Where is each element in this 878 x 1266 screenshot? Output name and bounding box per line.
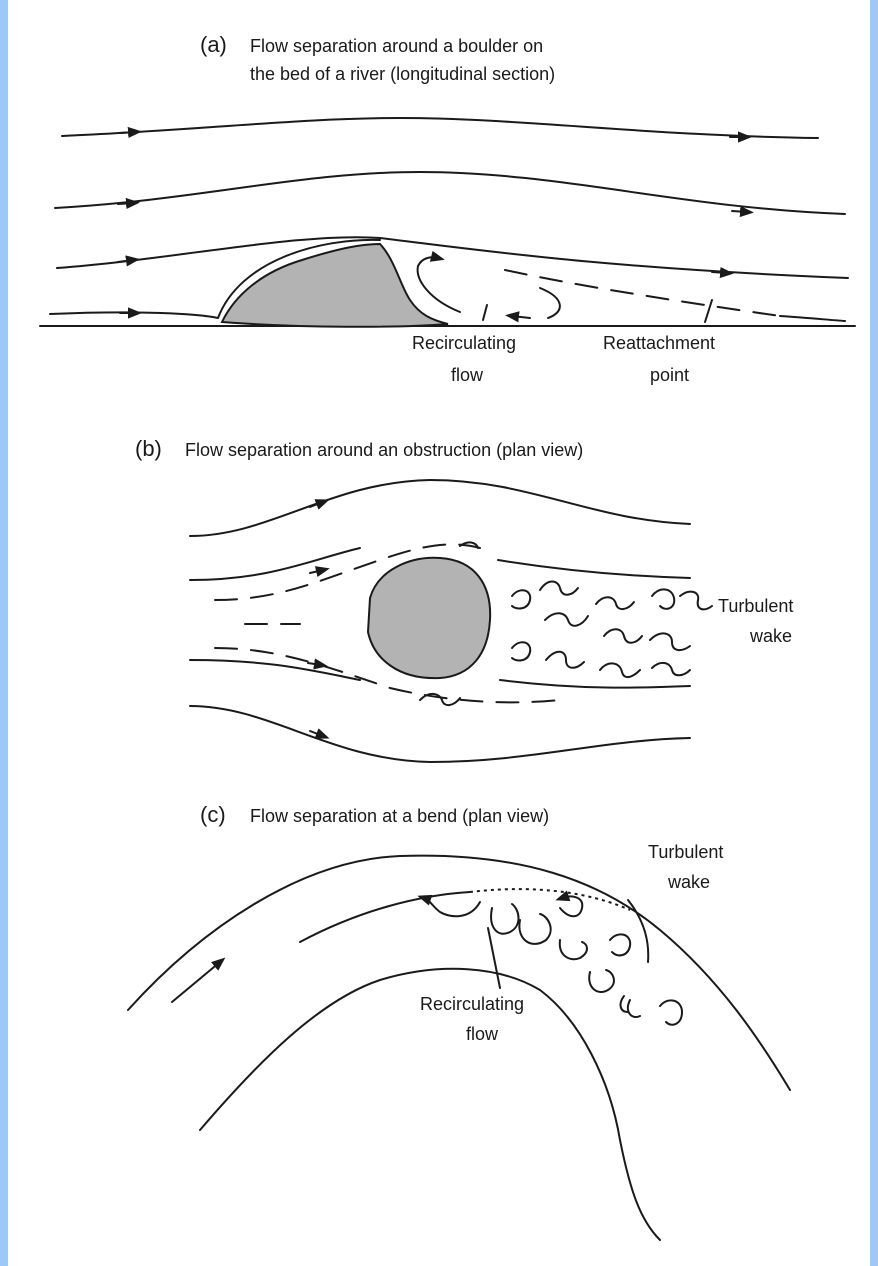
panel-a-wake-arrow [512, 316, 530, 318]
panel-a-recirc-label-1: Recirculating [412, 333, 516, 353]
panel-c-wake-label-1: Turbulent [648, 842, 723, 862]
panel-c-wake-label-2: wake [667, 872, 710, 892]
panel-a-caption-line2: the bed of a river (longitudinal section… [250, 64, 555, 84]
panel-c-eddy-4 [560, 896, 582, 916]
boulder [222, 244, 448, 327]
panel-b-squiggle-5 [604, 629, 642, 643]
panel-b-wake-label-2: wake [749, 626, 792, 646]
panel-c-recirc-leader [488, 928, 500, 988]
panel-a-eddy-arrow [418, 257, 460, 312]
panel-a-recirc-label-2: flow [451, 365, 484, 385]
panel-c-caption: Flow separation at a bend (plan view) [250, 806, 549, 826]
panel-b-squiggle-10 [680, 592, 712, 610]
panel-b-arrow-4 [310, 731, 323, 736]
panel-a-recirc-leader [483, 305, 487, 320]
panel-c: (c) Flow separation at a bend (plan view… [128, 802, 790, 1240]
panel-a-streamline-4b [780, 316, 845, 321]
panel-b-squiggle-1 [540, 582, 578, 595]
panel-a-wake-curve [540, 288, 560, 318]
obstruction [368, 558, 490, 678]
panel-a-streamline-1 [62, 118, 818, 138]
panel-a-arrow-7 [712, 272, 727, 273]
panel-a-reattach-label-1: Reattachment [603, 333, 715, 353]
panel-a-streamline-3 [57, 237, 848, 278]
panel-a-letter: (a) [200, 32, 227, 57]
panel-b-streamline-top-inner-right [498, 560, 690, 578]
panel-b-squiggle-9 [652, 663, 690, 675]
panel-c-flow-arrow [172, 962, 220, 1002]
panel-a-arrow-3 [118, 260, 133, 262]
panel-b-arrow-3 [308, 663, 321, 665]
panel-b-letter: (b) [135, 436, 162, 461]
panel-c-eddy-3 [519, 914, 550, 944]
panel-b-squiggle-8 [650, 633, 690, 650]
panel-a-separation-line [505, 270, 780, 316]
panel-b-streamline-bot-outer [190, 706, 690, 762]
panel-b: (b) Flow separation around an obstructio… [135, 436, 793, 762]
panel-a: (a) Flow separation around a boulder on … [40, 32, 855, 385]
panel-c-eddy-2 [491, 904, 518, 934]
flow-separation-diagram: (a) Flow separation around a boulder on … [8, 0, 870, 1266]
panel-a-arrow-6 [732, 211, 747, 212]
panel-b-eddy-2 [512, 642, 530, 660]
panel-b-squiggle-3 [546, 652, 584, 668]
panel-a-reattach-label-2: point [650, 365, 689, 385]
panel-b-squiggle-11 [420, 694, 460, 705]
panel-b-squiggle-2 [545, 613, 588, 626]
panel-b-streamline-top-outer [190, 480, 690, 536]
panel-c-shear-line [300, 892, 470, 942]
diagram-frame: (a) Flow separation around a boulder on … [8, 0, 870, 1266]
panel-c-eddy-6 [589, 970, 614, 992]
panel-c-recirc-label-2: flow [466, 1024, 499, 1044]
panel-a-reattach-leader [705, 300, 712, 322]
panel-c-eddy-9 [660, 1000, 682, 1024]
panel-c-eddy-5 [560, 940, 587, 959]
panel-b-arrow-2 [310, 570, 323, 573]
panel-b-squiggle-4 [596, 597, 634, 609]
panel-c-letter: (c) [200, 802, 226, 827]
panel-c-eddy-1 [424, 898, 480, 916]
panel-a-caption-line1: Flow separation around a boulder on [250, 36, 543, 56]
panel-b-squiggle-7 [652, 589, 674, 608]
panel-c-eddy-10 [621, 996, 628, 1012]
panel-a-arrow-1 [120, 132, 135, 133]
panel-b-wake-label-1: Turbulent [718, 596, 793, 616]
panel-b-caption: Flow separation around an obstruction (p… [185, 440, 583, 460]
panel-a-arrow-2 [118, 203, 133, 204]
panel-c-eddy-7 [610, 934, 630, 955]
panel-c-recirc-label-1: Recirculating [420, 994, 524, 1014]
panel-b-streamline-bot-inner-right [500, 680, 690, 688]
panel-a-streamline-2 [55, 172, 845, 214]
panel-b-eddy-1 [512, 590, 530, 608]
panel-b-squiggle-6 [600, 663, 640, 677]
panel-c-eddy-8 [628, 1000, 640, 1017]
panel-c-dotted-boundary [470, 889, 630, 910]
